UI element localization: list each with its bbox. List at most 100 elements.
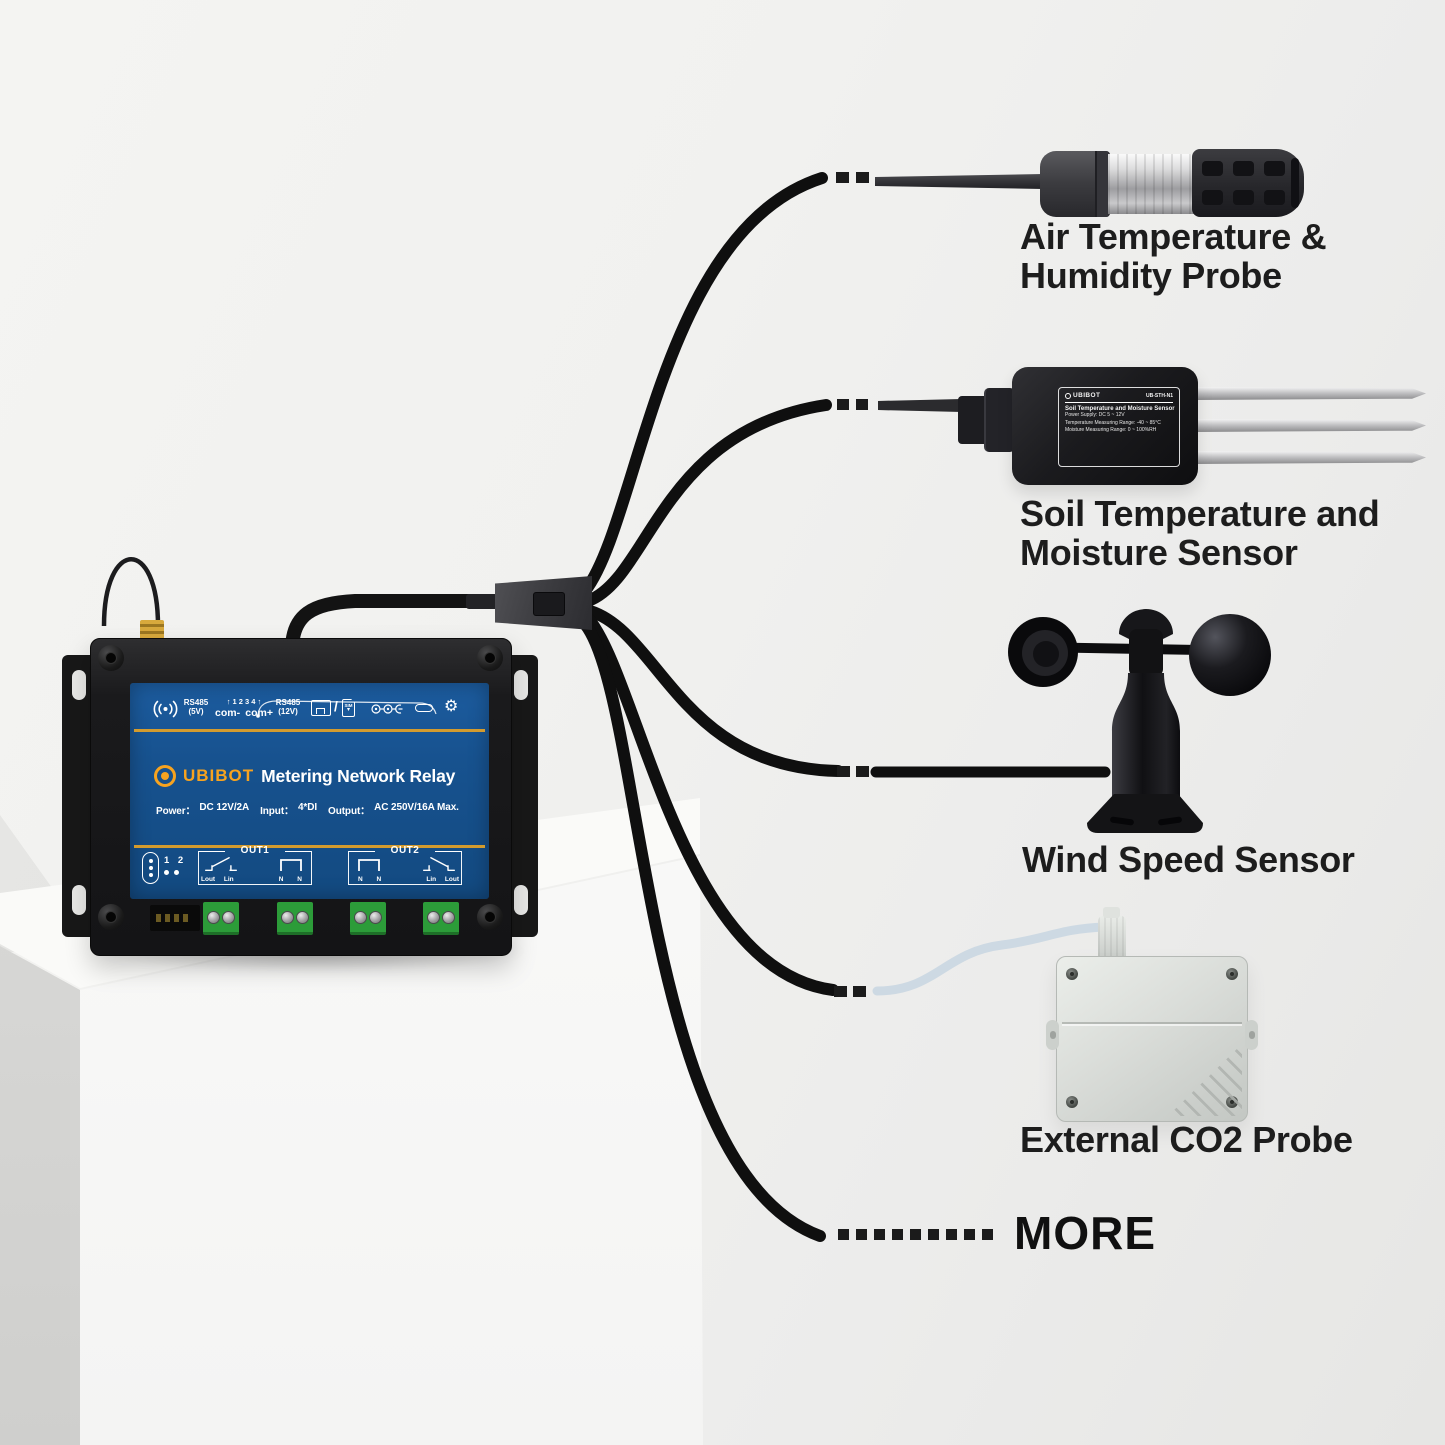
channel-dots xyxy=(164,870,186,875)
cable-break-dashes xyxy=(834,172,869,997)
wind-sensor-body xyxy=(1112,673,1180,812)
grouping-arc-line xyxy=(256,700,437,718)
com-terminal-labels: ↑ 1 2 3 4 ↑ com- com+ xyxy=(215,697,273,719)
out2-right-terminals: Lin Lout xyxy=(426,876,459,883)
soil-sensor-collar xyxy=(984,388,1015,452)
more-dotted-line xyxy=(838,1229,993,1240)
soil-sensor-cable-rod xyxy=(878,399,962,412)
cable-wind-branch xyxy=(584,605,844,777)
corner-screw xyxy=(98,645,124,671)
output-terminal-block xyxy=(203,902,239,935)
soil-sensor-plug xyxy=(958,396,988,444)
ubibot-logo-small: UBIBOT xyxy=(1065,392,1100,399)
power-connector-icon xyxy=(371,704,403,714)
soil-spec-power: Power Supply: DC 5 ~ 12V xyxy=(1065,412,1125,418)
rs485-5v-label: RS485(5V) xyxy=(183,698,209,716)
soil-probe-prong xyxy=(1194,451,1426,464)
bridge-contact-icon xyxy=(358,859,380,871)
output-spec-label: Output： xyxy=(328,806,371,817)
out2-title: OUT2 xyxy=(390,845,420,856)
co2-mounting-ear xyxy=(1245,1020,1258,1050)
soil-probe-prong xyxy=(1194,419,1426,432)
soil-sensor-label: UBIBOT UB-STH-N1 Soil Temperature and Mo… xyxy=(1058,387,1180,467)
enclosure-screw xyxy=(1226,968,1238,980)
relay-switch-icon xyxy=(204,856,238,872)
di-channel-numbers: ↑ 1 2 3 4 ↑ xyxy=(226,697,262,706)
co2-mounting-ear xyxy=(1046,1020,1059,1050)
out2-diagram: OUT2 N N Lin Lout xyxy=(348,845,462,885)
soil-spec-moisture: Moisture Measuring Range: 0 ~ 100%RH xyxy=(1065,427,1157,433)
soil-sensor-body: UBIBOT UB-STH-N1 Soil Temperature and Mo… xyxy=(1012,367,1198,485)
air-probe-metal-tube xyxy=(1108,154,1194,214)
output-terminal-block xyxy=(423,902,459,935)
relay-switch-icon xyxy=(422,856,456,872)
soil-probe-prong xyxy=(1194,387,1426,400)
cable-more-branch xyxy=(579,618,826,1242)
input-spec-label: Input： xyxy=(260,806,294,817)
gold-divider-bottom xyxy=(134,845,485,848)
soil-brand: UBIBOT xyxy=(1073,392,1101,399)
air-probe-label: Air Temperature &Humidity Probe xyxy=(1020,216,1327,296)
out2-left-terminals: N N xyxy=(358,876,382,883)
bottom-connector xyxy=(150,905,200,931)
air-probe-cable-rod xyxy=(875,174,1043,189)
out1-diagram: OUT1 Lout Lin N N xyxy=(198,845,312,885)
product-title: Metering Network Relay xyxy=(261,765,456,786)
out1-title: OUT1 xyxy=(240,845,270,856)
splitter-window xyxy=(533,592,565,616)
out1-left-terminals: Lout Lin xyxy=(201,876,234,883)
corner-screw xyxy=(98,904,124,930)
ubibot-ring-icon xyxy=(1065,392,1071,399)
brand-name: UBIBOT xyxy=(183,766,255,785)
cable-co2-branch xyxy=(582,612,839,996)
relay-label-panel: RS485(5V) ↑ 1 2 3 4 ↑ com- com+ RS485(12… xyxy=(130,683,489,899)
ethernet-port-icon xyxy=(311,700,331,716)
co2-probe-label-heading: External CO2 Probe xyxy=(1020,1119,1353,1160)
co2-cable-gland xyxy=(1098,907,1126,962)
mounting-hole xyxy=(514,885,528,915)
gold-divider-top xyxy=(134,729,485,732)
co2-blue-cable xyxy=(872,922,1109,996)
wind-sensor-base xyxy=(1087,794,1203,833)
rs485-12v-label: RS485(12V) xyxy=(275,698,301,716)
enclosure-screw xyxy=(1066,1096,1078,1108)
spec-row: Power：DC 12V/2A Input：4*DI Output：AC 250… xyxy=(156,802,459,817)
input-spec-value: 4*DI xyxy=(297,802,318,813)
channel-numbers: 1 2 xyxy=(164,855,187,866)
co2-lid-seam xyxy=(1062,1022,1242,1024)
label-divider xyxy=(1065,402,1173,403)
enclosure-screw xyxy=(1066,968,1078,980)
slash-separator: / xyxy=(334,698,338,714)
wireless-signal-icon xyxy=(153,700,178,718)
brand-row: UBIBOT Metering Network Relay xyxy=(154,765,455,787)
more-label: MORE xyxy=(1014,1207,1156,1259)
mounting-hole xyxy=(514,670,528,700)
cable-air-branch xyxy=(579,172,828,597)
metering-network-relay-device: SIM RS485(5V) ↑ 1 2 3 4 ↑ com- xyxy=(62,530,538,960)
soil-model: UB-STH-N1 xyxy=(1146,392,1173,399)
wind-speed-sensor xyxy=(1008,609,1271,833)
channel-indicator: 1 2 xyxy=(164,855,186,875)
corner-screw xyxy=(477,904,503,930)
bridge-contact-icon xyxy=(280,859,302,871)
gear-icon: ⚙ xyxy=(444,698,459,715)
ubibot-logo-icon xyxy=(154,765,176,787)
soil-spec-temperature: Temperature Measuring Range: -40 ~ 85°C xyxy=(1065,419,1161,426)
output-terminal-block xyxy=(277,902,313,935)
led-indicator-icon xyxy=(142,852,159,884)
wind-sensor-label-heading: Wind Speed Sensor xyxy=(1022,839,1355,880)
anemometer-cup-right xyxy=(1189,614,1271,696)
mounting-hole xyxy=(72,885,86,915)
cable-soil-branch xyxy=(582,399,832,607)
air-probe-vent-cap xyxy=(1192,149,1304,217)
mounting-hole xyxy=(72,670,86,700)
anemometer-hub xyxy=(1129,629,1163,677)
corner-screw xyxy=(477,645,503,671)
com-minus-label: com- xyxy=(215,707,241,719)
com-plus-label: com+ xyxy=(245,707,273,719)
antenna-wire xyxy=(101,557,161,627)
